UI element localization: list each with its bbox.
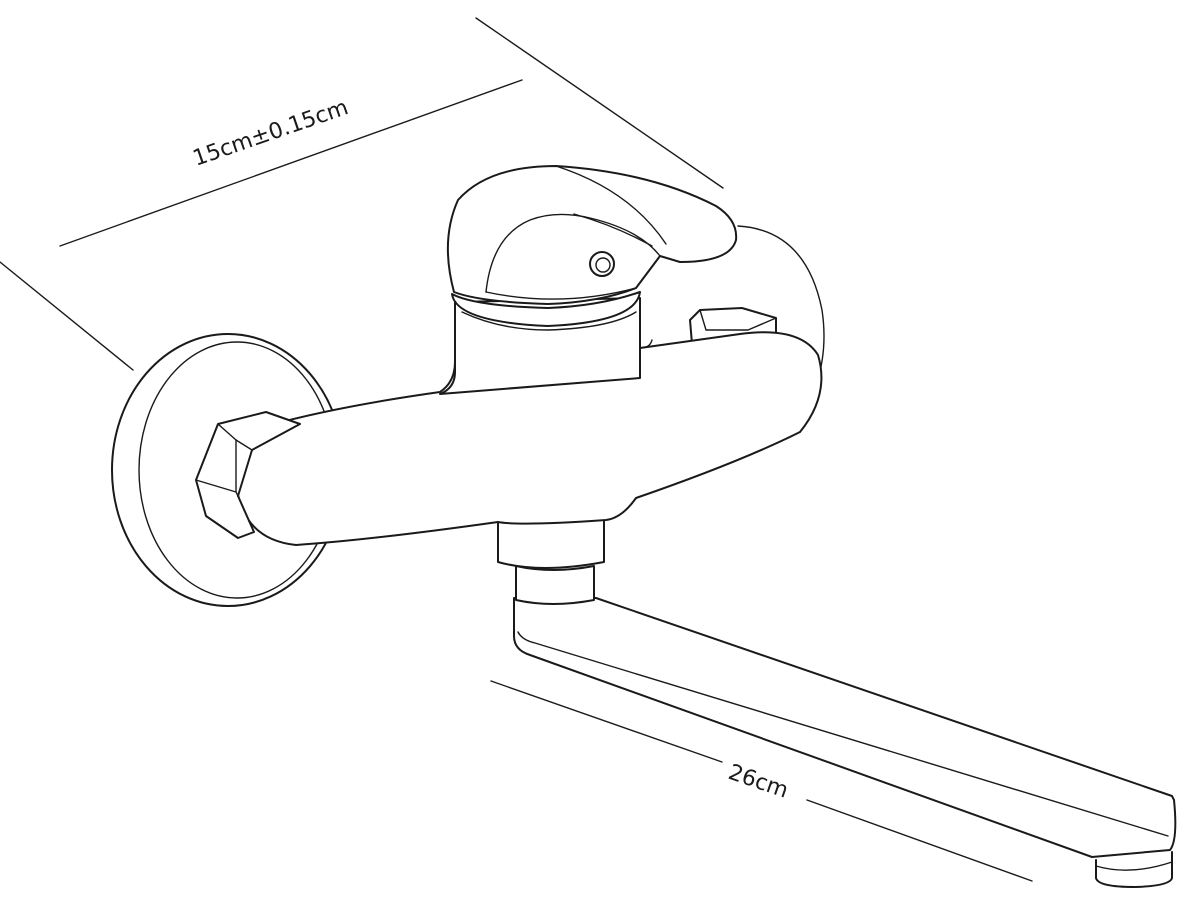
dimension-lines [0, 17, 1033, 882]
dimension-line-spout-b [806, 799, 1033, 882]
extension-line-right [475, 17, 724, 189]
width-dimension-label: 15cm±0.15cm [190, 95, 352, 172]
hex-nut-left [195, 411, 301, 539]
wall-escutcheon-right [737, 225, 825, 386]
cartridge-housing [439, 291, 641, 395]
spout-tube [513, 597, 1177, 858]
faucet-body [236, 331, 823, 546]
dimension-line-spout-a [490, 680, 723, 763]
spout-length-label: 26cm [725, 760, 791, 804]
spout-collar [497, 519, 605, 605]
extension-line-left [0, 261, 134, 371]
lever-handle [446, 165, 738, 305]
dimension-line-width [59, 79, 523, 247]
spout [513, 597, 1177, 888]
